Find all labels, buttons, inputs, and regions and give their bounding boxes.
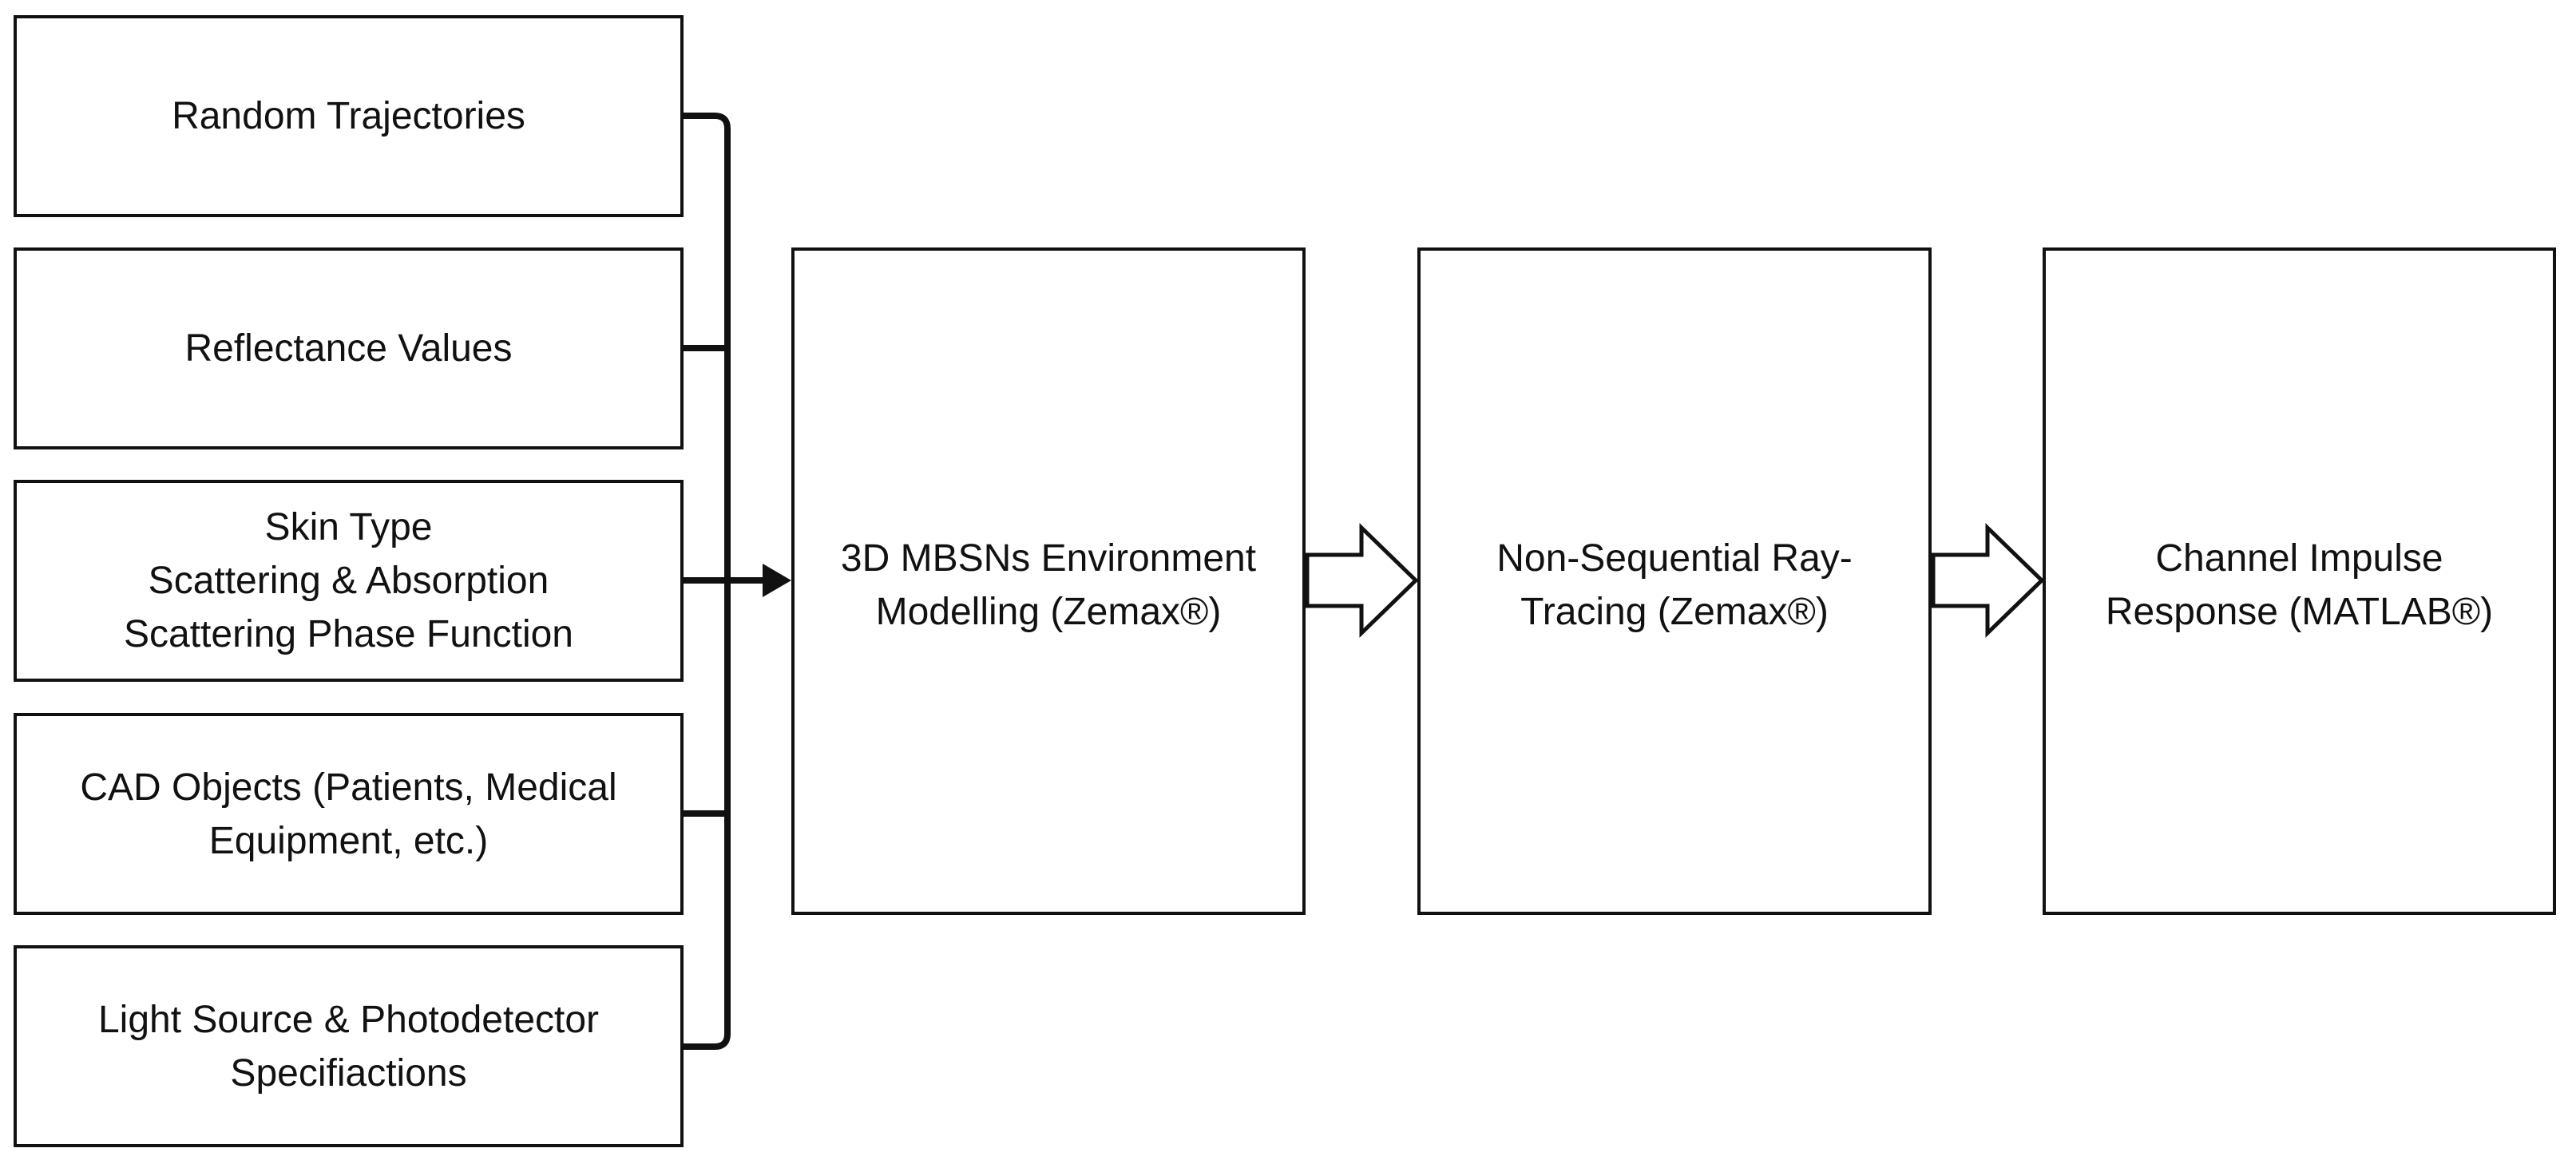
process-box-environment-modelling: 3D MBSNs Environment Modelling (Zemax®) [791, 247, 1306, 915]
process-label-line: Response (MATLAB®) [2105, 591, 2494, 633]
process-box-channel-impulse-response: Channel Impulse Response (MATLAB®) [2043, 247, 2556, 915]
input-label-line: Specifiactions [230, 1051, 467, 1095]
process-label-line: Tracing (Zemax®) [1520, 591, 1829, 633]
process-label: 3D MBSNs Environment Modelling (Zemax®) [795, 532, 1302, 639]
input-label-line: Light Source & Photodetector [97, 998, 600, 1041]
input-label-line: Equipment, etc.) [208, 819, 489, 862]
input-box-skin-type: Skin Type Scattering & Absorption Scatte… [14, 480, 684, 682]
input-box-light-source: Light Source & Photodetector Specifiacti… [14, 945, 684, 1147]
block-arrow-2 [1931, 523, 2045, 638]
input-label-line: Scattering & Absorption [148, 560, 549, 602]
input-label-line: Random Trajectories [172, 95, 525, 137]
process-label-line: Modelling (Zemax®) [875, 591, 1222, 633]
process-label-line: Channel Impulse [2155, 537, 2443, 580]
process-label-line: Non-Sequential Ray- [1496, 537, 1853, 580]
process-box-ray-tracing: Non-Sequential Ray- Tracing (Zemax®) [1417, 247, 1932, 915]
process-label: Channel Impulse Response (MATLAB®) [2046, 532, 2553, 639]
process-label: Non-Sequential Ray- Tracing (Zemax®) [1421, 532, 1928, 639]
input-label-line: Reflectance Values [184, 327, 513, 370]
block-arrow-1 [1305, 523, 1419, 638]
input-box-random-trajectories: Random Trajectories [14, 15, 684, 217]
process-label-line: 3D MBSNs Environment [840, 537, 1257, 580]
input-box-cad-objects: CAD Objects (Patients, Medical Equipment… [14, 713, 684, 915]
input-box-reflectance-values: Reflectance Values [14, 247, 684, 449]
input-label-line: Scattering Phase Function [124, 613, 573, 655]
bus-arrow-head [763, 564, 791, 597]
input-label-line: Skin Type [264, 506, 433, 548]
input-label-line: CAD Objects (Patients, Medical [80, 766, 617, 809]
